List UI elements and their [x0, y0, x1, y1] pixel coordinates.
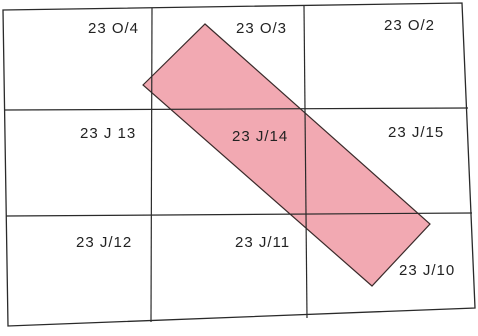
grid-line-h2 [5, 212, 473, 217]
sheet-label-23j11: 23 J/11 [235, 234, 290, 251]
grid-line-v2 [303, 5, 308, 319]
sheet-label-23o3: 23 O/3 [236, 20, 287, 37]
sheet-label-23j10: 23 J/10 [399, 262, 455, 279]
highlighted-corridor [142, 23, 431, 287]
sheet-label-23j12: 23 J/12 [76, 234, 132, 251]
sheet-label-23j15: 23 J/15 [388, 124, 444, 141]
sheet-label-23o4: 23 O/4 [88, 20, 139, 37]
sheet-label-23o2: 23 O/2 [384, 17, 435, 34]
sheet-label-23j13: 23 J 13 [80, 125, 136, 142]
grid-line-h1 [3, 107, 469, 111]
grid-line-v1 [150, 7, 153, 323]
sheet-label-23j14: 23 J/14 [232, 128, 288, 145]
